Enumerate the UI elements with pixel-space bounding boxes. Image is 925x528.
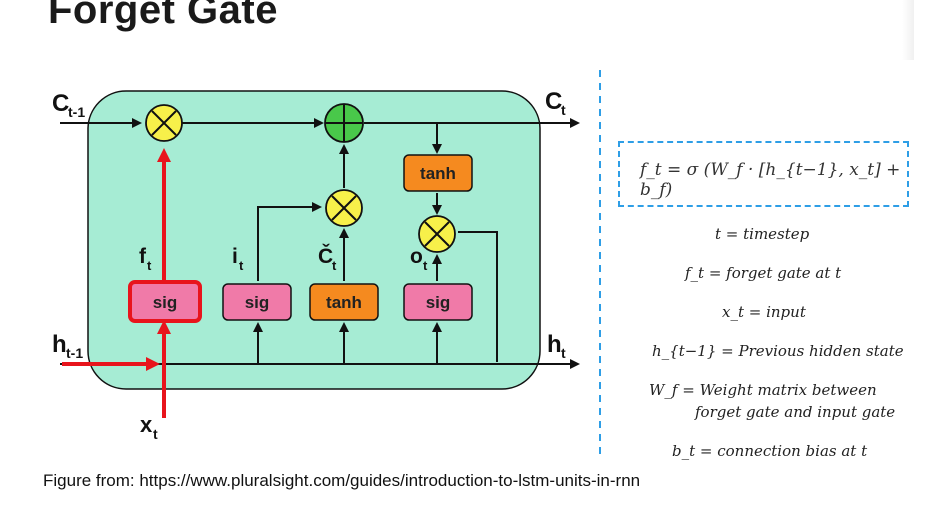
svg-text:Č: Č — [318, 244, 333, 268]
add-node — [324, 103, 364, 143]
svg-text:tanh: tanh — [326, 293, 362, 312]
h-prev-label: h t-1 — [52, 331, 83, 361]
input-gate-to-mult — [257, 202, 322, 281]
output-sig-box: sig — [403, 283, 473, 321]
legend-input: x_t = input — [722, 303, 806, 321]
equation-text: f_t = σ (W_f · [h_{t−1}, x_t] + b_f) — [640, 160, 901, 200]
forget-multiply-node — [145, 104, 183, 142]
svg-text:t: t — [239, 258, 244, 273]
scroll-shadow — [902, 0, 914, 60]
c-next-label: C t — [545, 88, 566, 118]
svg-text:t: t — [561, 345, 566, 361]
c-tilde-label: Č t — [318, 244, 337, 273]
f-label: f t — [139, 245, 152, 273]
svg-text:t-1: t-1 — [66, 345, 83, 361]
svg-text:tanh: tanh — [420, 164, 456, 183]
i-label: i t — [232, 245, 244, 273]
o-label: o t — [410, 245, 428, 273]
c-prev-label: C t-1 — [52, 90, 85, 120]
legend-weight-matrix-1: W_f = Weight matrix between — [649, 381, 877, 399]
svg-text:i: i — [232, 245, 238, 268]
candidate-tanh-box: tanh — [309, 283, 379, 321]
x-input-label: x t — [140, 412, 158, 442]
svg-text:t-1: t-1 — [68, 104, 85, 120]
figure-caption: Figure from: https://www.pluralsight.com… — [43, 471, 641, 490]
svg-text:o: o — [410, 245, 423, 268]
svg-text:C: C — [52, 90, 69, 117]
svg-text:t: t — [332, 258, 337, 273]
svg-text:sig: sig — [245, 293, 270, 312]
equation-box — [618, 141, 909, 207]
svg-text:t: t — [153, 426, 158, 442]
svg-text:sig: sig — [153, 293, 178, 312]
legend-weight-matrix-2: forget gate and input gate — [695, 403, 896, 421]
h-next-label: h t — [547, 331, 566, 361]
forget-gate-equation: f_t = σ (W_f · [h_{t−1}, x_t] + b_f) — [640, 160, 925, 200]
legend-prev-hidden: h_{t−1} = Previous hidden state — [652, 342, 904, 360]
svg-text:sig: sig — [426, 293, 451, 312]
svg-text:t: t — [423, 258, 428, 273]
svg-text:h: h — [547, 331, 562, 358]
output-to-ht-line — [458, 231, 498, 362]
output-multiply-node — [418, 215, 456, 253]
page-title: Forget Gate — [48, 0, 278, 32]
input-sig-box: sig — [222, 283, 292, 321]
legend-bias: b_t = connection bias at t — [672, 442, 868, 460]
svg-text:C: C — [545, 88, 562, 115]
forget-sig-box: sig — [128, 280, 202, 323]
cell-tanh-box: tanh — [403, 154, 473, 192]
legend-timestep: t = timestep — [715, 225, 810, 243]
svg-text:f: f — [139, 245, 147, 268]
svg-text:h: h — [52, 331, 67, 358]
input-multiply-node — [325, 189, 363, 227]
legend-forget-gate: f_t = forget gate at t — [685, 264, 842, 282]
svg-text:x: x — [140, 412, 153, 437]
svg-text:t: t — [147, 258, 152, 273]
svg-text:t: t — [561, 102, 566, 118]
